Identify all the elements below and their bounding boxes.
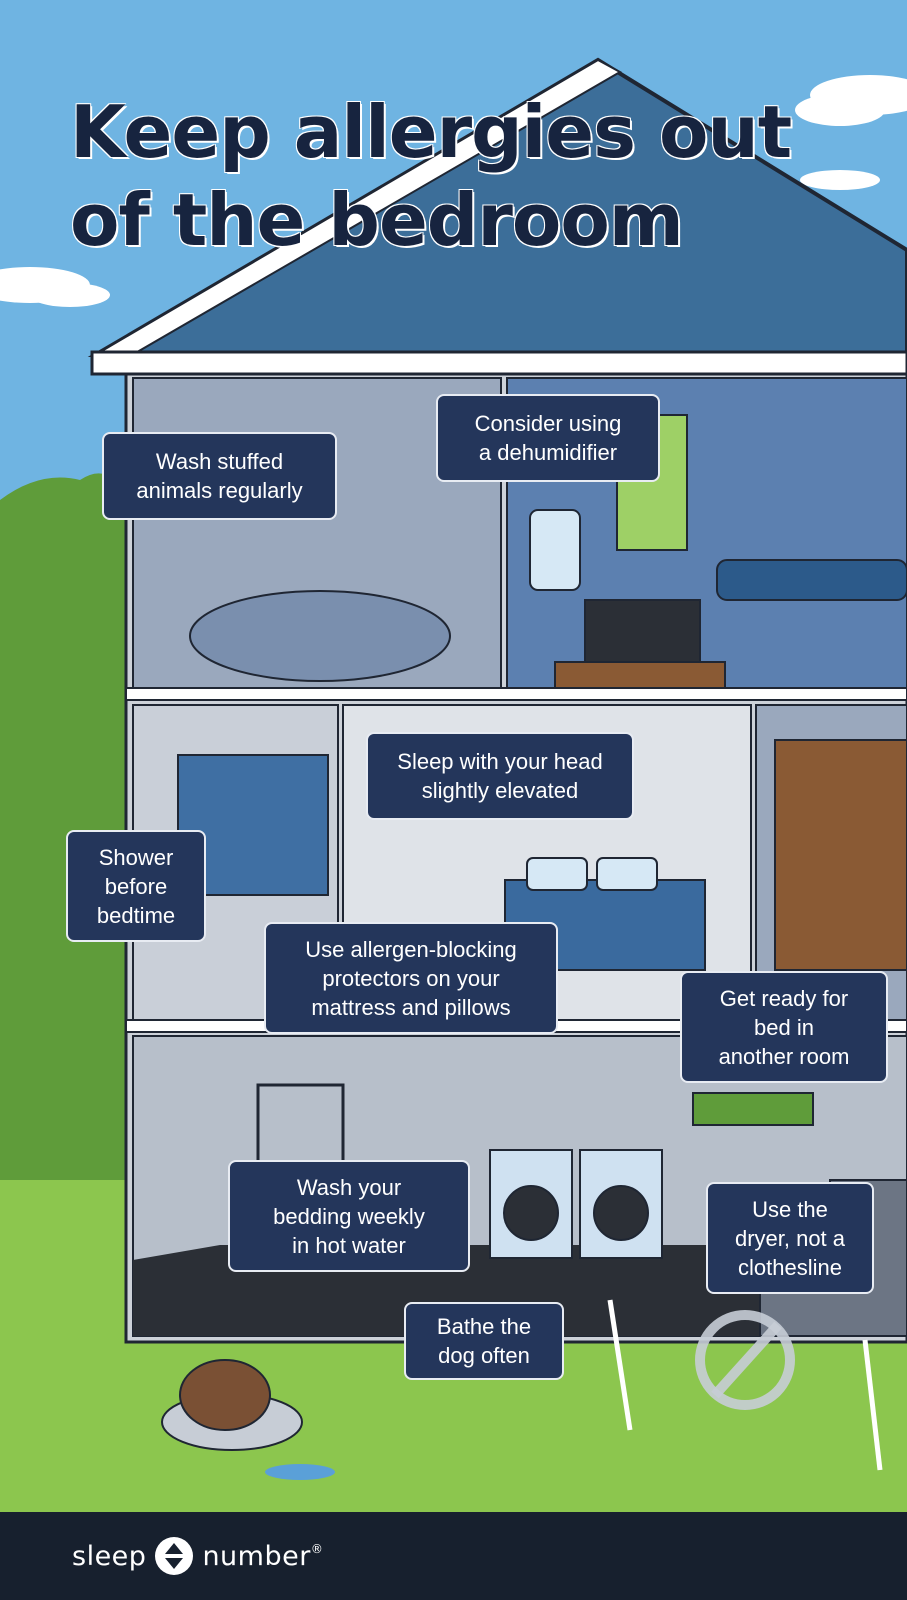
callout-line: Shower — [98, 844, 174, 870]
tv — [584, 599, 701, 666]
pillow — [526, 857, 588, 891]
callout-line: bed in — [754, 1014, 814, 1040]
footer: sleep number ® — [0, 1512, 907, 1600]
callout-line: protectors on your — [322, 965, 500, 991]
callout-line: Use allergen-blocking — [305, 936, 517, 962]
callout-head-elevated: Sleep with your head slightly elevated — [366, 732, 634, 820]
dog — [179, 1359, 271, 1431]
callout-shower: Shower before bedtime — [66, 830, 206, 942]
pillow — [596, 857, 658, 891]
callout-line: Bathe the — [436, 1314, 532, 1339]
clothesline-pole — [862, 1339, 883, 1471]
bush — [0, 473, 128, 1180]
callout-line: Wash your — [296, 1174, 402, 1200]
dryer-door — [593, 1185, 649, 1241]
eave — [90, 350, 907, 376]
cloud — [0, 75, 907, 307]
tv-stand — [554, 661, 726, 689]
title-line: Keep allergies out — [70, 90, 792, 174]
callout-protectors: Use allergen-blocking protectors on your… — [264, 922, 558, 1034]
logo-text-left: sleep — [72, 1540, 147, 1572]
registered-mark: ® — [310, 1542, 324, 1556]
clothesline-pole — [607, 1299, 633, 1431]
callout-line: mattress and pillows — [311, 994, 511, 1020]
callout-line: a dehumidifier — [478, 440, 618, 465]
no-symbol — [695, 1310, 795, 1410]
callout-line: Wash stuffed — [155, 449, 284, 474]
logo-text-right: number — [202, 1540, 311, 1572]
wardrobe — [774, 739, 907, 971]
rug — [189, 590, 451, 682]
callout-wash-bedding: Wash your bedding weekly in hot water — [228, 1160, 470, 1272]
callout-line: another room — [718, 1043, 850, 1069]
callout-line: in hot water — [292, 1232, 406, 1258]
callout-dog: Bathe the dog often — [404, 1302, 564, 1380]
callout-dryer: Use the dryer, not a clothesline — [706, 1182, 874, 1294]
washer-door — [503, 1185, 559, 1241]
callout-another-room: Get ready for bed in another room — [680, 971, 888, 1083]
sofa — [716, 559, 907, 601]
dehumidifier — [529, 509, 581, 591]
callout-line: bedtime — [96, 902, 176, 928]
callout-line: animals regularly — [136, 478, 303, 503]
callout-stuffed-animals: Wash stuffed animals regularly — [102, 432, 337, 520]
callout-line: Get ready for — [719, 985, 849, 1011]
callout-line: clothesline — [738, 1254, 842, 1280]
title-line: of the bedroom — [70, 178, 684, 262]
callout-line: Sleep with your head — [397, 749, 603, 774]
callout-line: before — [104, 873, 168, 899]
page-title: Keep allergies out of the bedroom — [70, 88, 870, 264]
floor-divider — [125, 687, 907, 701]
callout-line: dryer, not a — [734, 1225, 846, 1251]
callout-line: Use the — [752, 1196, 828, 1222]
callout-dehumidifier: Consider using a dehumidifier — [436, 394, 660, 482]
callout-line: dog often — [438, 1343, 530, 1368]
callout-line: bedding weekly — [273, 1203, 425, 1229]
callout-line: slightly elevated — [421, 778, 579, 803]
logo-arrows-icon — [155, 1537, 194, 1575]
puddle — [265, 1464, 335, 1480]
no-symbol-bar — [711, 1321, 782, 1399]
callout-line: Consider using — [474, 411, 622, 436]
basement-window — [692, 1092, 814, 1126]
brand-logo: sleep number ® — [72, 1534, 323, 1578]
